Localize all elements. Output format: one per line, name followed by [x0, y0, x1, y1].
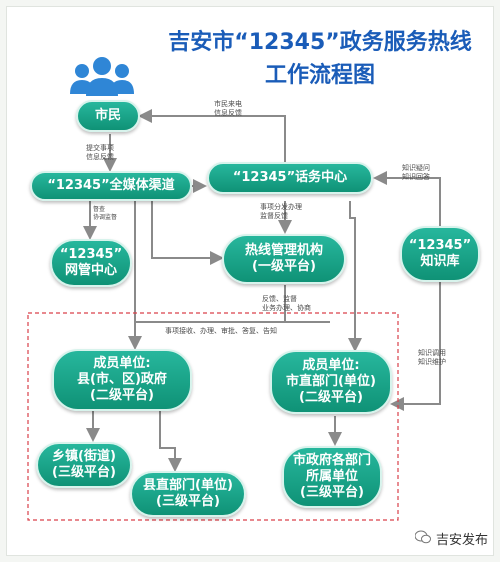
- arrow-media-hotline: [151, 201, 224, 265]
- node-label: 所属单位: [305, 469, 358, 485]
- title-line1: 吉安市“12345”政务服务热线: [168, 30, 472, 55]
- node-label: 县直部门(单位): [143, 478, 233, 494]
- footer-brand-label: 吉安发布: [435, 533, 488, 548]
- annotation-dispatch: 事项分发办理 监督反馈: [260, 203, 302, 221]
- node-label: 网管中心: [64, 263, 117, 278]
- node-label: 成员单位:: [302, 358, 360, 374]
- node-label: “12345”: [59, 247, 123, 263]
- annotation-line: 知识回答: [402, 173, 430, 182]
- annotation-line: 知识调用: [418, 349, 446, 357]
- title-line2: 工作流程图: [264, 63, 375, 88]
- annotation-knowledge-query: 知识疑问 知识回答: [402, 164, 430, 182]
- annotation-line: 事项分发办理: [260, 203, 302, 211]
- arrow-county-dept: [159, 408, 182, 472]
- node-label: 市直部门(单位): [286, 374, 376, 390]
- annotation-line: 事项接收、办理、审批、答复、告知: [165, 327, 277, 335]
- annotation-oversight: 督查 协调监督: [93, 206, 117, 222]
- node-knowledge-base: “12345” 知识库: [400, 226, 480, 282]
- node-call-center: “12345”话务中心: [207, 162, 373, 194]
- node-label: 成员单位:: [93, 356, 151, 372]
- annotation-line: 市民来电: [214, 100, 242, 108]
- node-label: (二级平台): [299, 389, 363, 405]
- annotation-line: 信息反馈: [214, 109, 242, 118]
- node-city-sub: 市政府各部门 所属单位 (三级平台): [282, 446, 382, 508]
- node-county-dept: 县直部门(单位) (三级平台): [130, 471, 246, 517]
- node-label: “12345”话务中心: [232, 170, 348, 186]
- annotation-line: 监督反馈: [260, 212, 288, 221]
- node-network-mgmt: “12345” 网管中心: [50, 239, 132, 287]
- node-label: 热线管理机构: [244, 243, 323, 259]
- node-city-unit: 成员单位: 市直部门(单位) (二级平台): [270, 350, 392, 414]
- node-label: (三级平台): [156, 494, 220, 509]
- node-township: 乡镇(街道) (三级平台): [36, 442, 132, 488]
- node-label: (三级平台): [52, 465, 116, 480]
- annotation-line: 业务办理、协商: [262, 304, 311, 313]
- annotation-process: 事项接收、办理、审批、答复、告知: [165, 327, 277, 336]
- annotation-submit: 提交事项 信息反馈: [86, 144, 114, 162]
- node-label: “12345”: [408, 238, 472, 254]
- annotation-line: 知识维护: [418, 358, 446, 367]
- annotation-line: 信息反馈: [86, 153, 114, 162]
- annotation-line: 反馈、监督: [262, 295, 297, 303]
- node-citizen: 市民: [76, 100, 140, 132]
- annotation-line: 协调监督: [93, 213, 118, 221]
- footer-brand: 吉安发布: [414, 529, 488, 548]
- node-label: 知识库: [420, 254, 460, 269]
- annotation-line: 督查: [93, 206, 106, 213]
- node-label: “12345”全媒体渠道: [47, 178, 175, 194]
- arrow-knowledge-cityunit: [390, 282, 441, 411]
- node-label: (三级平台): [300, 484, 364, 500]
- node-media-channel: “12345”全媒体渠道: [30, 171, 192, 201]
- arrow-callcenter-citizen: [138, 109, 286, 162]
- node-label: 乡镇(街道): [52, 449, 116, 465]
- annotation-citizen-call: 市民来电 信息反馈: [214, 100, 242, 118]
- node-label: 市民: [94, 108, 121, 124]
- annotation-line: 提交事项: [86, 144, 114, 152]
- node-hotline-mgmt: 热线管理机构 (一级平台): [222, 234, 346, 284]
- arrow-knowledge-callcenter: [373, 171, 441, 226]
- node-label: (一级平台): [252, 259, 316, 274]
- node-label: 县(市、区)政府: [77, 372, 167, 388]
- node-label: (二级平台): [90, 387, 154, 403]
- arrow-callcenter-cityunit: [348, 201, 362, 352]
- annotation-feedback: 反馈、监督 业务办理、协商: [262, 295, 311, 313]
- arrow-hotline-units: [128, 285, 286, 350]
- platform-region: [27, 312, 399, 521]
- annotation-line: 知识疑问: [402, 164, 430, 172]
- node-county-unit: 成员单位: 县(市、区)政府 (二级平台): [52, 349, 192, 411]
- wechat-icon: [414, 530, 431, 548]
- people-icon: [70, 57, 134, 96]
- node-label: 市政府各部门: [292, 453, 371, 469]
- annotation-knowledge-use: 知识调用 知识维护: [418, 349, 446, 367]
